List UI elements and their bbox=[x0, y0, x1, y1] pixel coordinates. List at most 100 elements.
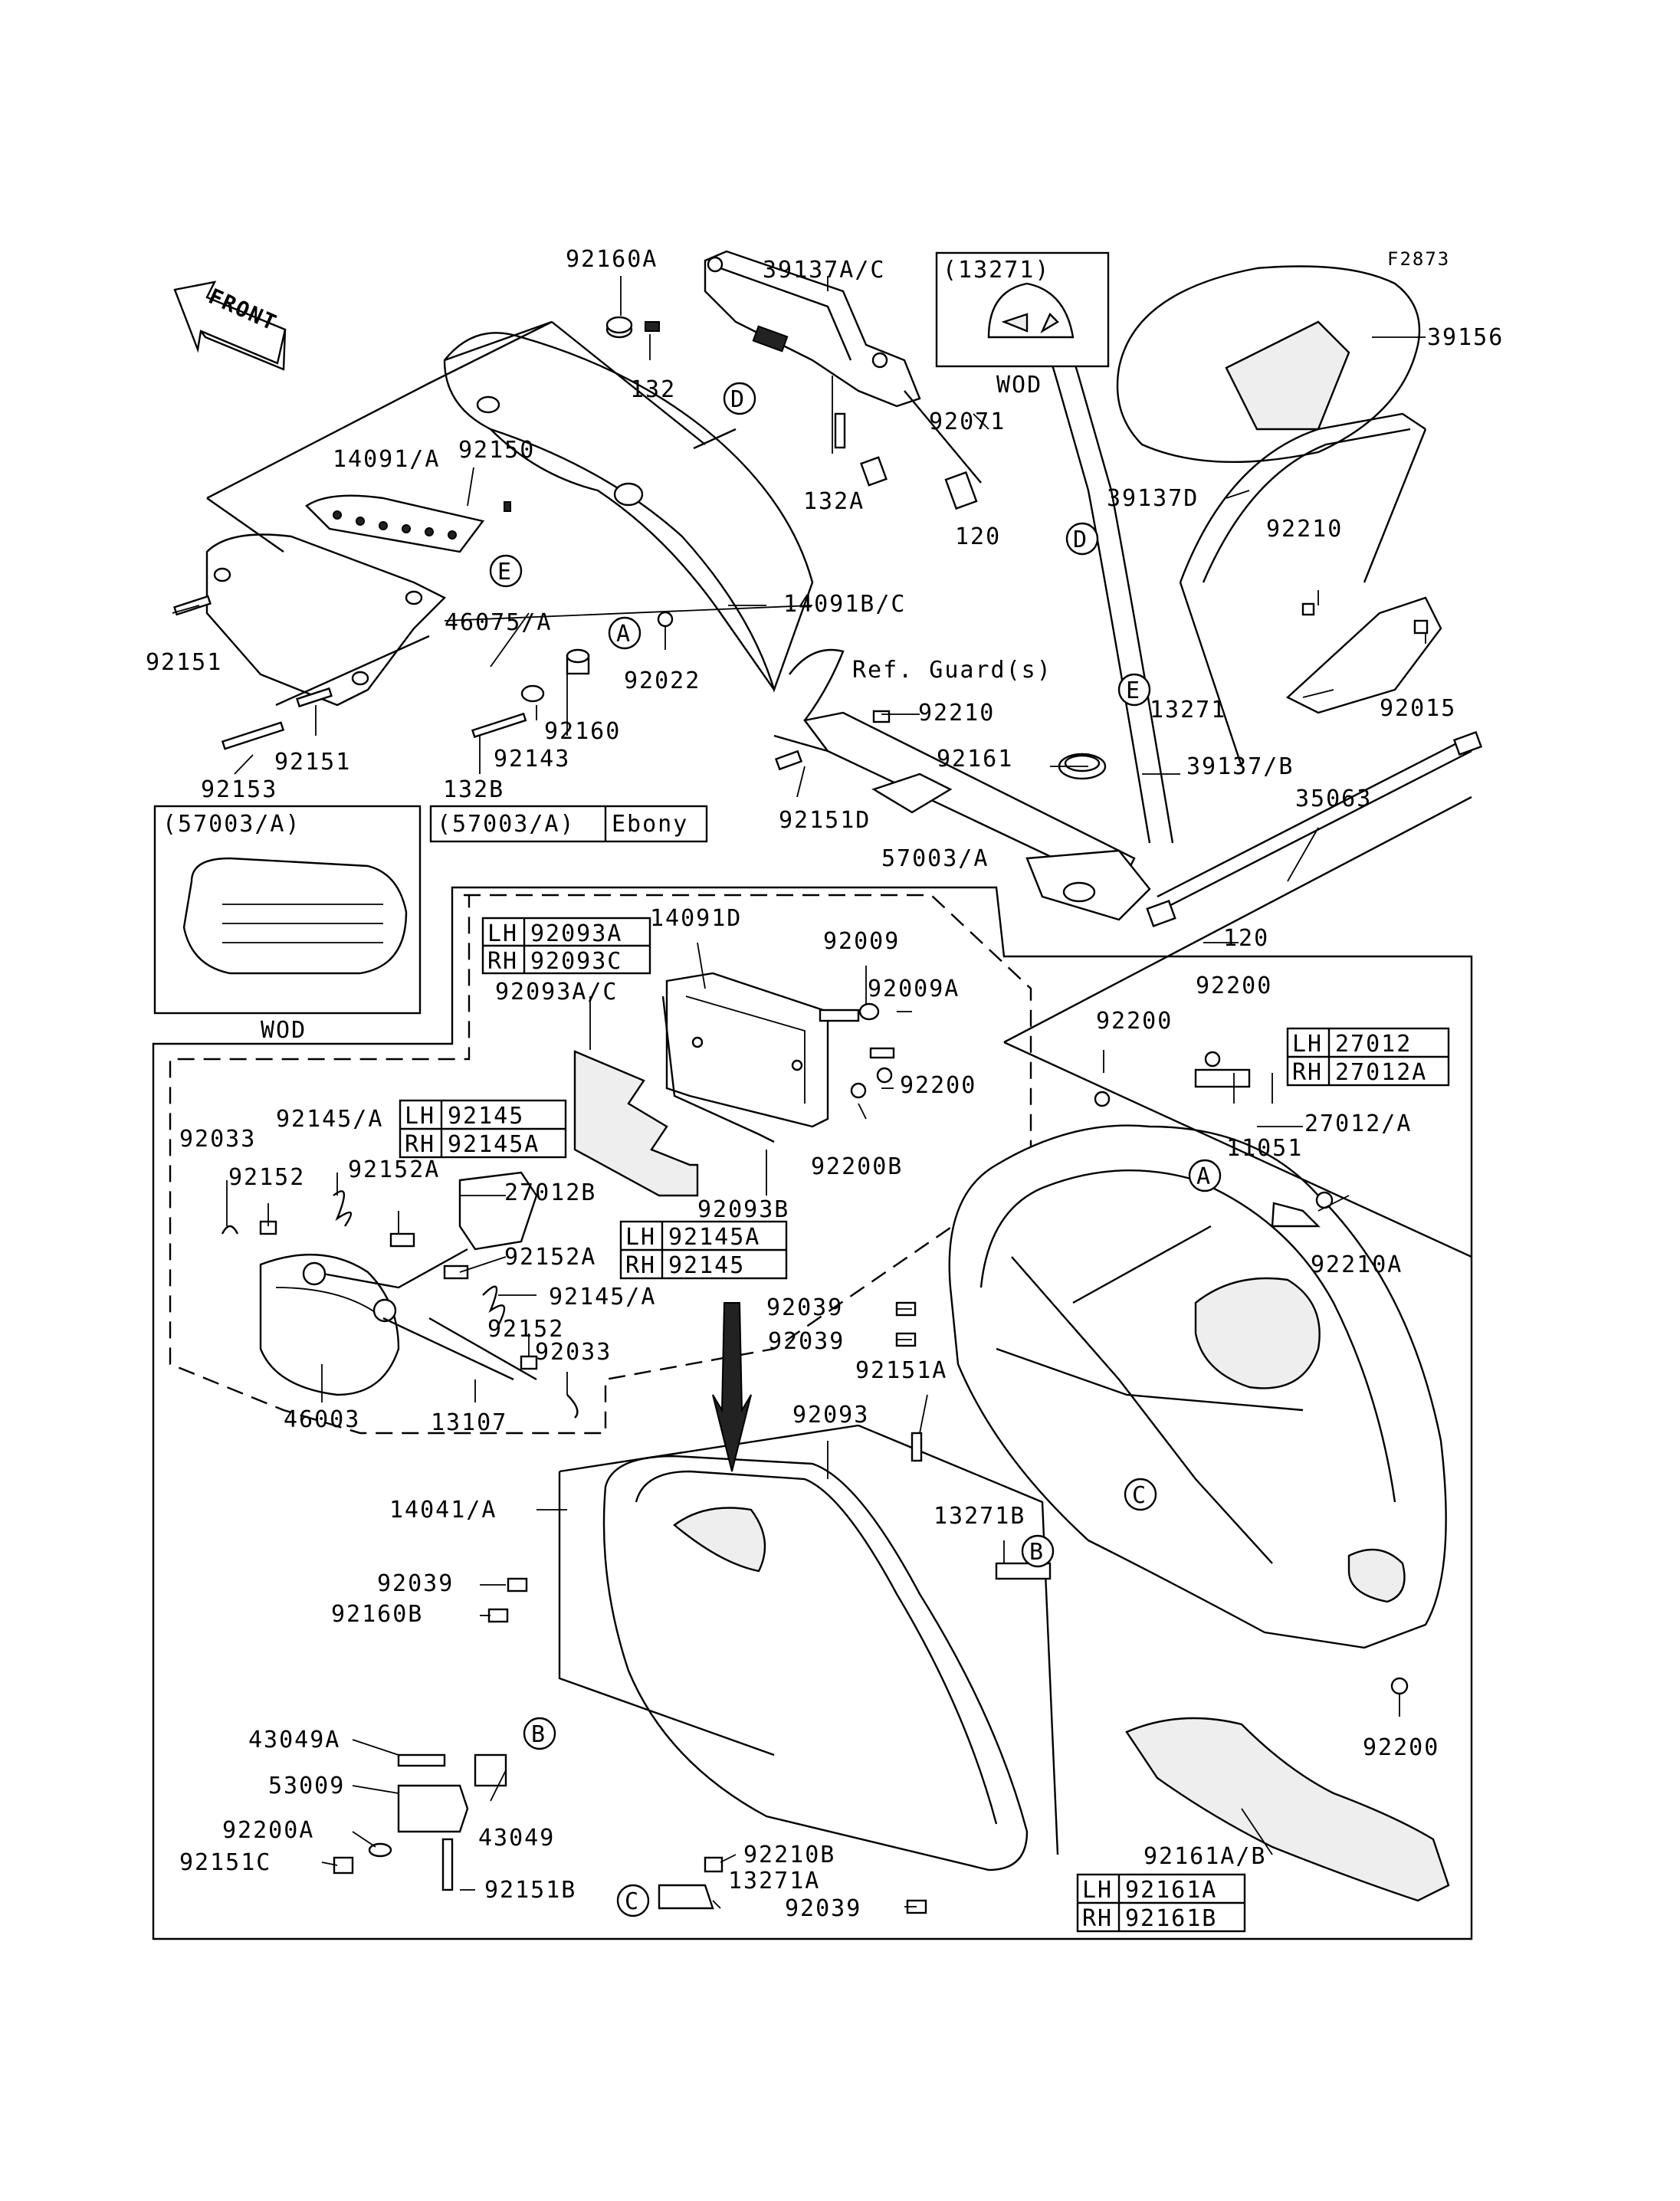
label-92210-r: 92210 bbox=[1266, 516, 1343, 543]
rear-fender-14091bc bbox=[443, 332, 814, 693]
label-39156: 39156 bbox=[1427, 324, 1504, 351]
label-92145a-b: 92145/A bbox=[549, 1284, 656, 1310]
callout-c-2: C bbox=[625, 1888, 640, 1915]
label-92151d: 92151D bbox=[779, 807, 871, 834]
label-27012a: 27012/A bbox=[1304, 1110, 1412, 1137]
label-120-bot: 120 bbox=[1223, 925, 1269, 952]
label-92160b: 92160B bbox=[331, 1601, 423, 1628]
label-13271-box: (13271) bbox=[943, 257, 1050, 284]
label-92033-b: 92033 bbox=[535, 1339, 612, 1366]
label-39137d: 39137D bbox=[1107, 485, 1199, 512]
label-wod-1: WOD bbox=[996, 372, 1042, 399]
label-92200-r: 92200 bbox=[1363, 1734, 1439, 1761]
figure-code: F2873 bbox=[1387, 248, 1450, 270]
label-92015: 92015 bbox=[1380, 695, 1456, 722]
t27012-r1-side: RH bbox=[1292, 1059, 1323, 1086]
t92093-r1-side: RH bbox=[487, 948, 518, 975]
callout-letters: D D E E A A C B B C bbox=[489, 382, 1222, 1917]
bracket-14091d bbox=[661, 972, 895, 1143]
label-92200-2: 92200 bbox=[1096, 1008, 1173, 1035]
label-57003a-box: (57003/A) bbox=[162, 811, 301, 838]
leader-lines bbox=[172, 276, 1426, 1909]
t92161-r0-side: LH bbox=[1082, 1877, 1113, 1904]
t27012-r0-side: LH bbox=[1292, 1031, 1323, 1058]
label-92145a: 92145/A bbox=[276, 1106, 383, 1133]
label-92152a-b: 92152A bbox=[504, 1244, 596, 1271]
label-92039-4: 92039 bbox=[785, 1895, 861, 1922]
label-92161ab: 92161A/B bbox=[1144, 1843, 1267, 1870]
variant-table-92161: LH 92161A RH 92161B bbox=[1076, 1873, 1246, 1933]
label-wod-2: WOD bbox=[261, 1017, 307, 1044]
t92145-r1-part: 92145A bbox=[448, 1131, 540, 1158]
callout-e-1: E bbox=[497, 559, 513, 586]
label-92200b: 92200B bbox=[811, 1153, 903, 1180]
callout-d-2: D bbox=[1073, 526, 1088, 553]
t92145a-r0-side: LH bbox=[625, 1224, 656, 1251]
backrest-39156 bbox=[1116, 265, 1421, 464]
label-92151a: 92151A bbox=[855, 1357, 947, 1384]
saddlebag-case bbox=[948, 1124, 1447, 1649]
label-43049: 43049 bbox=[478, 1825, 555, 1852]
t92093-r1-part: 92093C bbox=[530, 948, 622, 975]
t92145a-r1-part: 92145 bbox=[668, 1252, 745, 1279]
label-92152-b: 92152 bbox=[487, 1316, 564, 1343]
label-92093ac: 92093A/C bbox=[495, 979, 619, 1005]
latch-assembly bbox=[221, 1171, 579, 1419]
callout-a-2: A bbox=[1196, 1163, 1212, 1190]
label-92150: 92150 bbox=[458, 437, 535, 464]
label-39137ac: 39137A/C bbox=[763, 257, 886, 284]
label-120-top: 120 bbox=[955, 523, 1001, 550]
label-92151c: 92151C bbox=[179, 1849, 271, 1876]
label-53009: 53009 bbox=[268, 1773, 345, 1799]
ebony-finish: Ebony bbox=[612, 811, 688, 838]
label-13271: 13271 bbox=[1150, 697, 1226, 723]
label-92151b: 92151B bbox=[484, 1877, 576, 1904]
label-92161: 92161 bbox=[937, 746, 1013, 772]
label-14091bc: 14091B/C bbox=[783, 591, 907, 618]
t92145a-r1-side: RH bbox=[625, 1252, 656, 1279]
label-13271a: 13271A bbox=[728, 1868, 820, 1894]
label-92093: 92093 bbox=[792, 1402, 869, 1429]
variant-table-92145a: LH 92145A RH 92145 bbox=[619, 1220, 788, 1280]
label-132a: 132A bbox=[803, 488, 865, 515]
part-labels: 92160A 39137A/C (13271) 39156 132 92071 … bbox=[146, 246, 1504, 1922]
label-92143: 92143 bbox=[494, 746, 570, 772]
callout-b-2: B bbox=[531, 1721, 546, 1748]
label-92210: 92210 bbox=[918, 700, 995, 727]
wod-saddlebag-box bbox=[153, 805, 422, 1015]
t92145-r0-part: 92145 bbox=[448, 1103, 524, 1130]
label-92039-1: 92039 bbox=[766, 1294, 843, 1321]
label-14041a: 14041/A bbox=[389, 1497, 497, 1524]
wod-13271-box bbox=[935, 251, 1110, 368]
t92161-r0-part: 92161A bbox=[1125, 1877, 1217, 1904]
label-46003: 46003 bbox=[284, 1406, 360, 1433]
label-92200-top: 92200 bbox=[1196, 973, 1272, 999]
label-ref-guard: Ref. Guard(s) bbox=[852, 657, 1052, 684]
label-13107: 13107 bbox=[431, 1409, 507, 1436]
variant-table-92145: LH 92145 RH 92145A bbox=[399, 1099, 567, 1159]
t92093-r0-part: 92093A bbox=[530, 920, 622, 947]
label-92153: 92153 bbox=[201, 776, 277, 803]
t92145a-r0-part: 92145A bbox=[668, 1224, 760, 1251]
label-92160a: 92160A bbox=[566, 246, 658, 273]
label-39137b: 39137/B bbox=[1186, 753, 1294, 780]
callout-e-2: E bbox=[1126, 677, 1141, 704]
label-11051: 11051 bbox=[1226, 1135, 1303, 1162]
variant-table-27012: LH 27012 RH 27012A bbox=[1286, 1027, 1450, 1087]
label-92071: 92071 bbox=[929, 408, 1006, 435]
front-arrow-icon: FRONT bbox=[173, 280, 287, 371]
label-92039-2: 92039 bbox=[768, 1328, 845, 1355]
label-92151-b: 92151 bbox=[274, 749, 351, 776]
t92161-r1-part: 92161B bbox=[1125, 1905, 1217, 1932]
label-92039-3: 92039 bbox=[377, 1570, 454, 1597]
callout-d-1: D bbox=[730, 386, 746, 413]
label-92152-t: 92152 bbox=[228, 1164, 305, 1191]
label-46075a: 46075/A bbox=[445, 609, 552, 636]
callout-b-1: B bbox=[1029, 1539, 1045, 1566]
label-43049a: 43049A bbox=[248, 1727, 340, 1753]
label-92152a-t: 92152A bbox=[348, 1156, 440, 1183]
t27012-r0-part: 27012 bbox=[1335, 1031, 1412, 1058]
label-92009: 92009 bbox=[823, 928, 900, 955]
